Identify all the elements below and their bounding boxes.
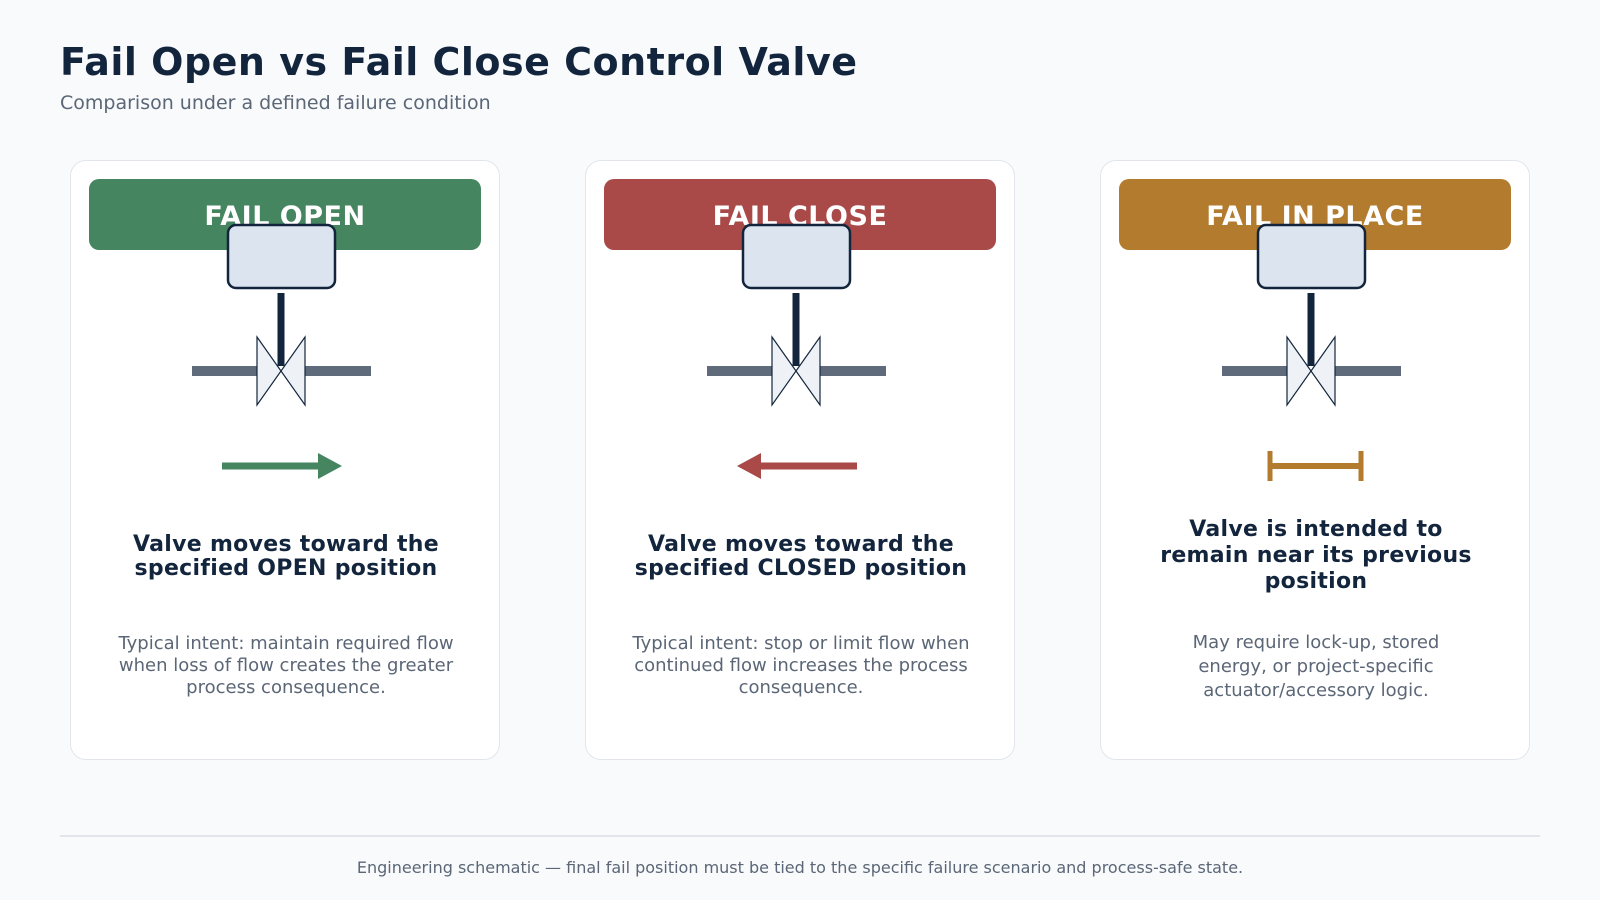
fail-close-description: Typical intent: stop or limit flow when … [632,633,970,698]
left-arrow-icon [737,453,857,479]
actuator-icon [741,223,852,290]
fail-open-description: Typical intent: maintain required flow w… [118,633,454,698]
fail-open-headline: Valve moves toward the specified OPEN po… [133,532,439,581]
footer-note: Engineering schematic — final fail posit… [356,858,1244,877]
fail-close-headline: Valve moves toward the specified CLOSED … [634,532,968,581]
valve-symbol [192,223,371,479]
actuator-icon [1256,223,1367,290]
page-title: Fail Open vs Fail Close Control Valve [60,40,858,84]
fail-in-place-description: May require lock-up, stored energy, or p… [1192,632,1440,701]
card-fail-in-place: FAIL IN PLACE Valve is intended to remai… [1100,160,1530,760]
card-fail-close: FAIL CLOSE Valve moves toward the specif… [585,160,1015,760]
valve-body-icon [1286,335,1336,407]
hold-bracket-icon [1267,451,1364,481]
valve-symbol [1222,223,1401,481]
fail-in-place-banner: FAIL IN PLACE [1119,179,1511,250]
valve-body-icon [256,335,306,407]
right-arrow-icon [222,453,342,479]
footer-divider [60,835,1540,837]
actuator-icon [226,223,337,290]
valve-body-icon [771,335,821,407]
card-fail-open: FAIL OPEN Valve moves toward the specifi… [70,160,500,760]
fail-in-place-headline: Valve is intended to remain near its pre… [1160,517,1472,594]
valve-symbol [707,223,886,479]
page-subtitle: Comparison under a defined failure condi… [60,92,491,114]
